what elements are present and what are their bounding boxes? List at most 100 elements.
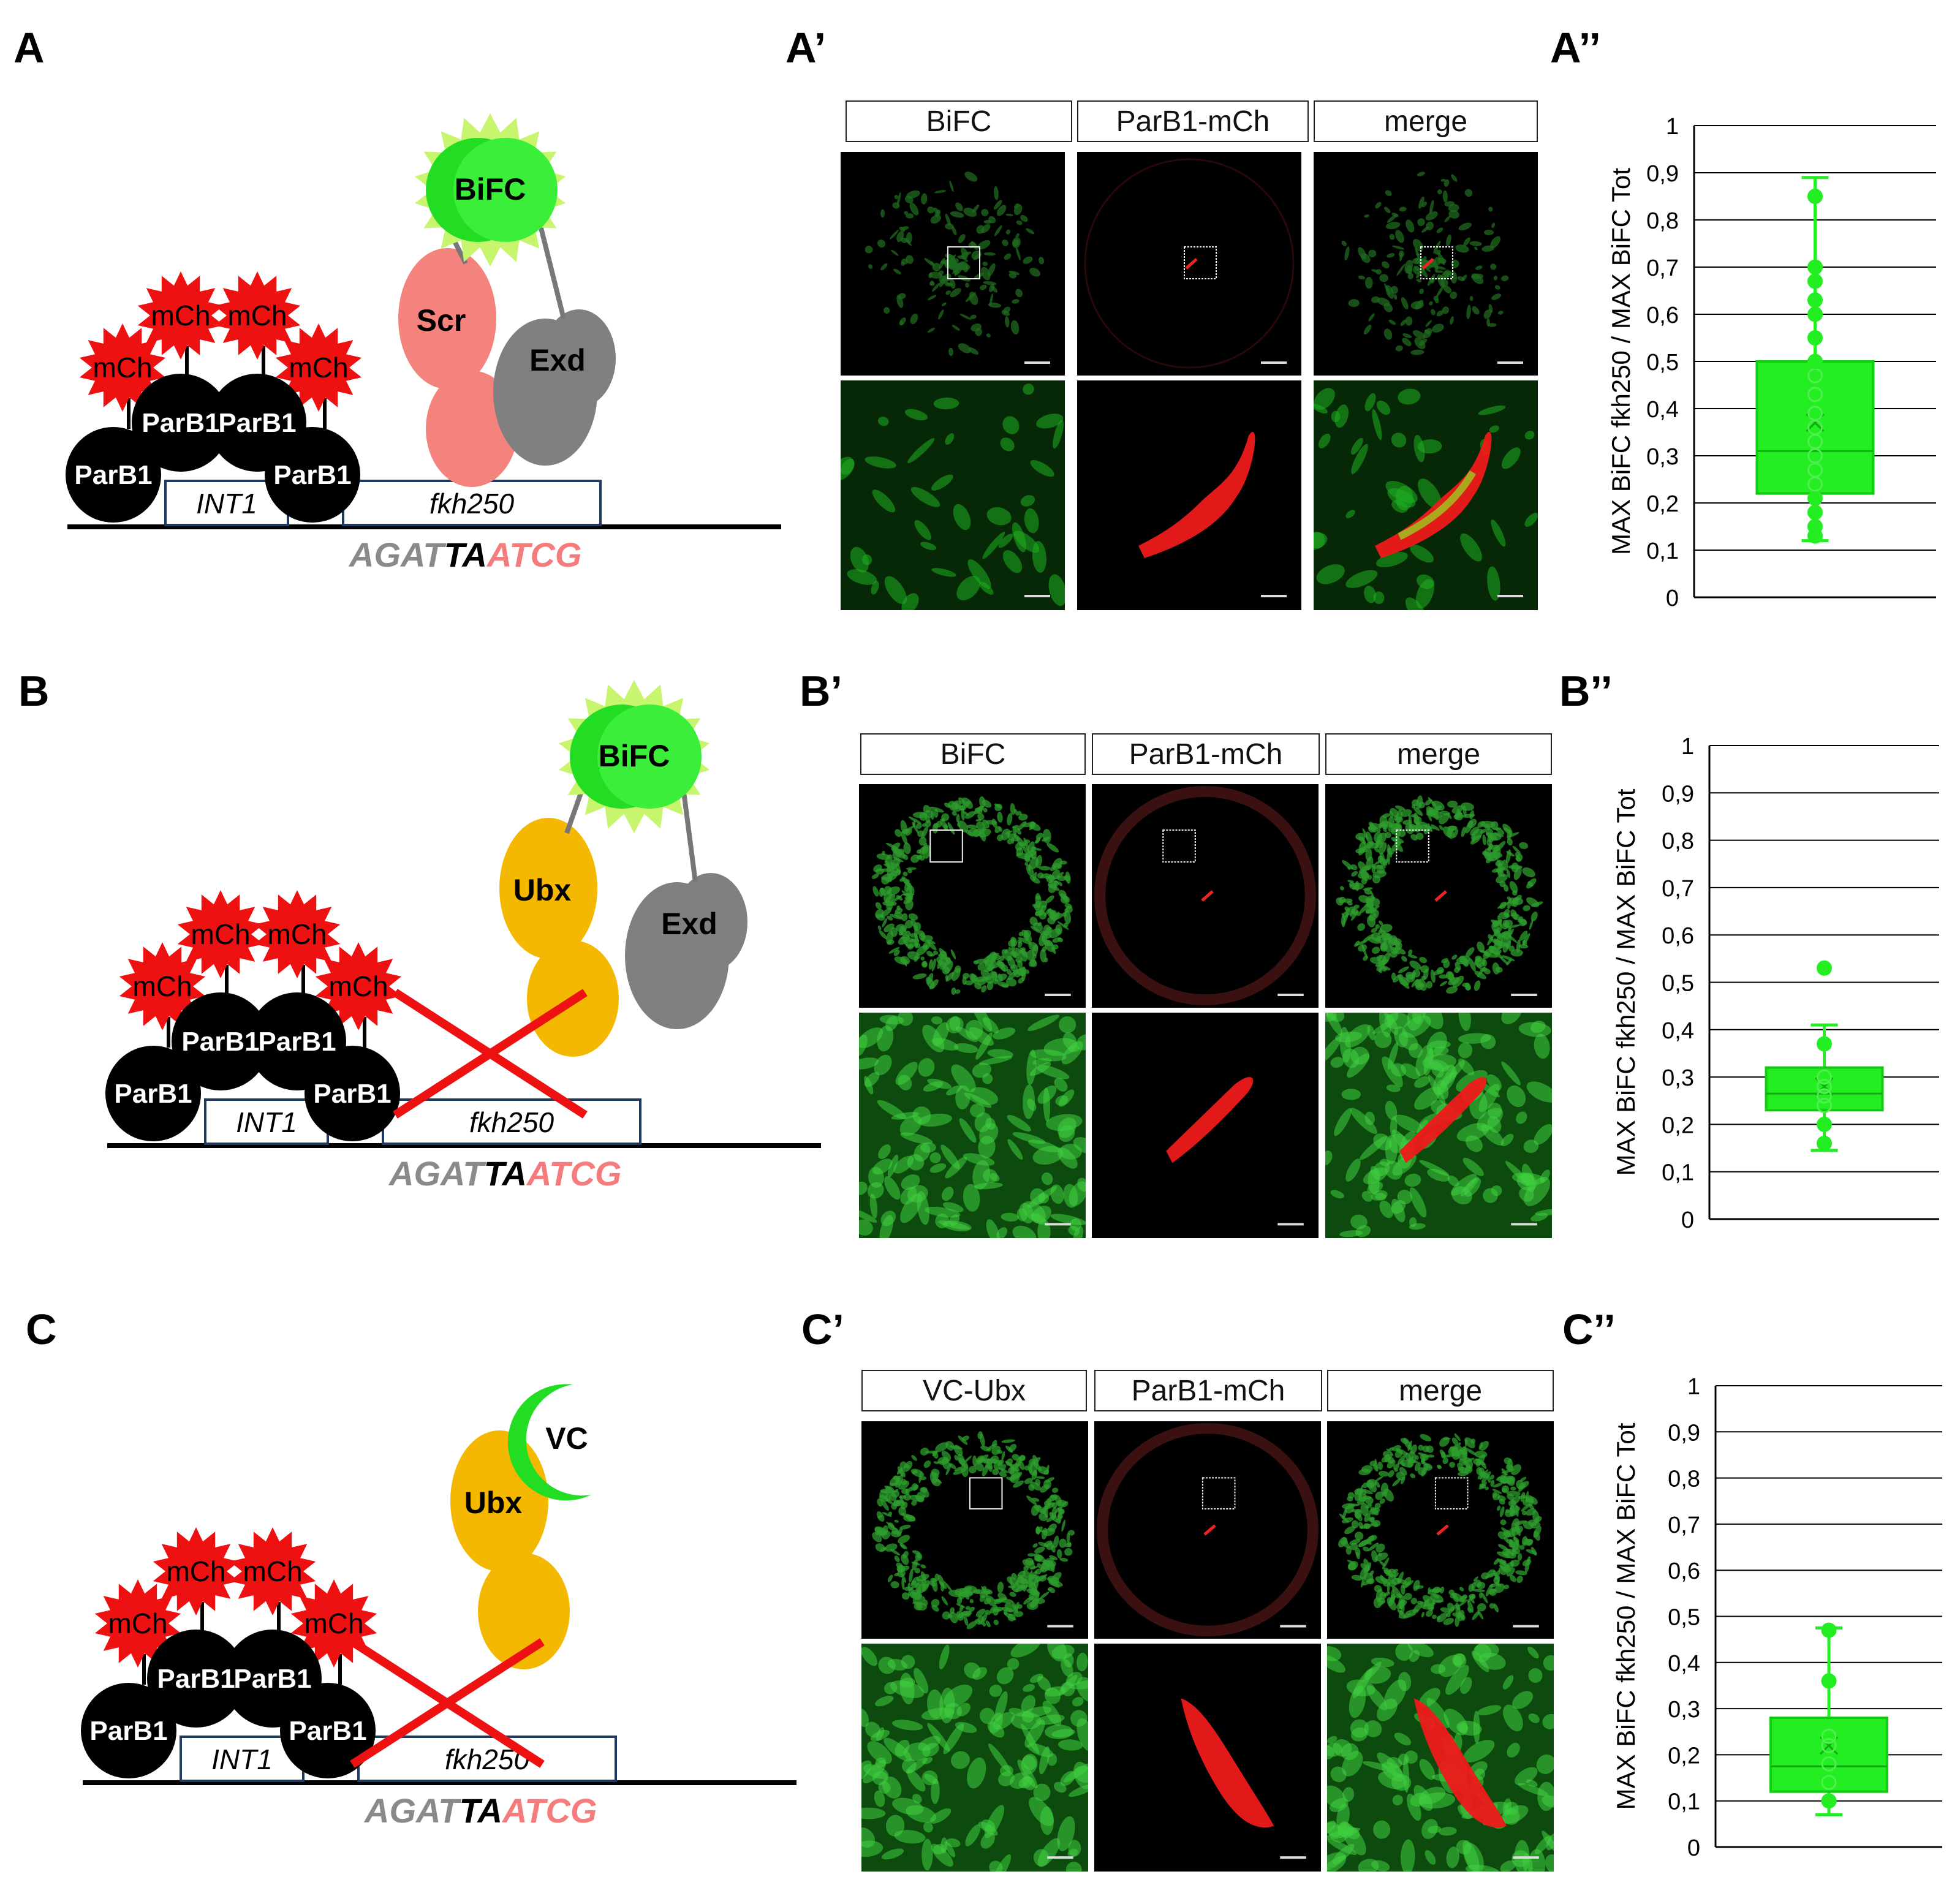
tick-label: 0,9: [1662, 781, 1694, 807]
mch-label: mCh: [328, 970, 388, 1002]
panel-letter-c: C: [26, 1305, 57, 1353]
mch-star: [254, 890, 341, 978]
panel-letter-b: B: [18, 667, 50, 715]
micrograph-c-bifc-overview: [861, 1421, 1088, 1639]
panel-letter-a: A: [13, 24, 45, 72]
bifc-half: [597, 705, 702, 809]
micrograph-c-merge-zoom: [1327, 1644, 1554, 1872]
fkh250-label: fkh250: [469, 1106, 554, 1138]
tick-label: 0,2: [1668, 1743, 1700, 1769]
parb1-circle: [66, 427, 161, 523]
cross-line: [393, 989, 588, 1119]
parb1-circle: [147, 1630, 245, 1728]
tick-label: 0,8: [1662, 829, 1694, 855]
tick-label: 0: [1687, 1835, 1700, 1861]
y-axis-label: MAX BiFC fkh250 / MAX BiFC Tot: [1611, 788, 1640, 1176]
int1-label: INT1: [211, 1743, 273, 1775]
data-point: [1817, 1116, 1832, 1132]
micrograph-c-merge-overview: [1327, 1421, 1554, 1639]
parb1-label: ParB1: [289, 1716, 366, 1746]
parb1-circle: [248, 992, 346, 1090]
y-axis-label: MAX BiFC fkh250 / MAX BiFC Tot: [1606, 168, 1635, 555]
parb1-circle: [172, 992, 270, 1090]
data-point: [1807, 504, 1823, 520]
hox-label: Ubx: [464, 1486, 523, 1520]
box: [1755, 360, 1875, 495]
panel-letter-b-double-prime: B’’: [1559, 667, 1613, 715]
exd-protein-lobe: [542, 309, 616, 407]
mch-star: [229, 1527, 316, 1615]
tag-c-merge: merge: [1327, 1370, 1554, 1411]
exd-label: Exd: [529, 343, 586, 377]
tick-label: 0,3: [1646, 444, 1679, 470]
mch-star: [119, 942, 206, 1030]
data-point: [1817, 960, 1832, 976]
bifc-label: BiFC: [455, 172, 526, 206]
micrograph-b-parb1-zoom: [1092, 1013, 1319, 1238]
tick-label: 0,7: [1646, 255, 1679, 281]
micrograph-a-bifc-overview: [841, 152, 1065, 376]
y-axis-label: MAX BiFC fkh250 / MAX BiFC Tot: [1611, 1422, 1640, 1810]
tick-label: 0,5: [1668, 1605, 1700, 1631]
mch-label: mCh: [304, 1607, 363, 1639]
tick-label: 0,2: [1662, 1112, 1694, 1138]
micrograph-a-bifc-zoom: [841, 380, 1065, 610]
tick-label: 0,3: [1662, 1065, 1694, 1091]
micrograph-b-merge-overview: [1325, 784, 1552, 1008]
tick-label: 1: [1687, 1374, 1700, 1400]
data-point: [1807, 273, 1823, 289]
tag-a-merge: merge: [1314, 100, 1538, 142]
tag-a-parb1: ParB1-mCh: [1077, 100, 1309, 142]
tag-c-parb1: ParB1-mCh: [1094, 1370, 1322, 1411]
tick-label: 0,1: [1668, 1789, 1700, 1815]
bifc-label: BiFC: [599, 739, 670, 773]
data-point: [1807, 353, 1823, 369]
micrograph-a-parb1-overview: [1077, 152, 1301, 376]
vc-label: VC: [545, 1421, 588, 1456]
micrograph-b-parb1-overview: [1092, 784, 1319, 1008]
mch-label: mCh: [93, 352, 152, 383]
micrograph-c-parb1-overview: [1094, 1421, 1321, 1639]
parb1-label: ParB1: [258, 1027, 336, 1057]
micrograph-a-merge-overview: [1314, 152, 1538, 376]
panel-letter-c-double-prime: C’’: [1562, 1305, 1616, 1353]
int1-label: INT1: [196, 488, 257, 519]
tick-label: 0,6: [1646, 303, 1679, 328]
sequence-label: AGATTAATCG: [363, 1791, 597, 1830]
mch-star: [137, 271, 224, 360]
tick-label: 0,3: [1668, 1697, 1700, 1723]
data-point: [1821, 1673, 1837, 1689]
mch-label: mCh: [289, 352, 348, 383]
data-point: [1821, 1728, 1837, 1744]
data-point: [1807, 519, 1823, 534]
tick-label: 0,7: [1662, 876, 1694, 902]
data-point: [1807, 387, 1823, 402]
data-point: [1817, 1069, 1832, 1085]
micrograph-a-merge-zoom: [1314, 380, 1538, 610]
mch-label: mCh: [166, 1555, 225, 1587]
bifc-linker: [681, 787, 698, 883]
data-point: [1807, 259, 1823, 275]
mch-label: mCh: [151, 300, 210, 331]
tick-label: 0,6: [1662, 923, 1694, 949]
micrograph-c-bifc-zoom: [861, 1644, 1088, 1872]
data-point: [1817, 1088, 1832, 1104]
cross-line: [350, 1638, 545, 1768]
data-point: [1807, 406, 1823, 421]
data-point: [1821, 1737, 1837, 1753]
mch-star: [153, 1527, 240, 1615]
mch-star: [79, 323, 166, 412]
fkh250-label: fkh250: [429, 488, 515, 519]
tick-label: 0,5: [1646, 350, 1679, 376]
panel-letter-a-prime: A’: [785, 24, 827, 72]
data-point: [1807, 330, 1823, 346]
tick-label: 0,9: [1668, 1420, 1700, 1446]
tick-label: 0,1: [1662, 1160, 1694, 1186]
hox-label: Ubx: [513, 873, 572, 907]
tick-label: 0,8: [1646, 208, 1679, 234]
parb1-label: ParB1: [233, 1664, 311, 1694]
